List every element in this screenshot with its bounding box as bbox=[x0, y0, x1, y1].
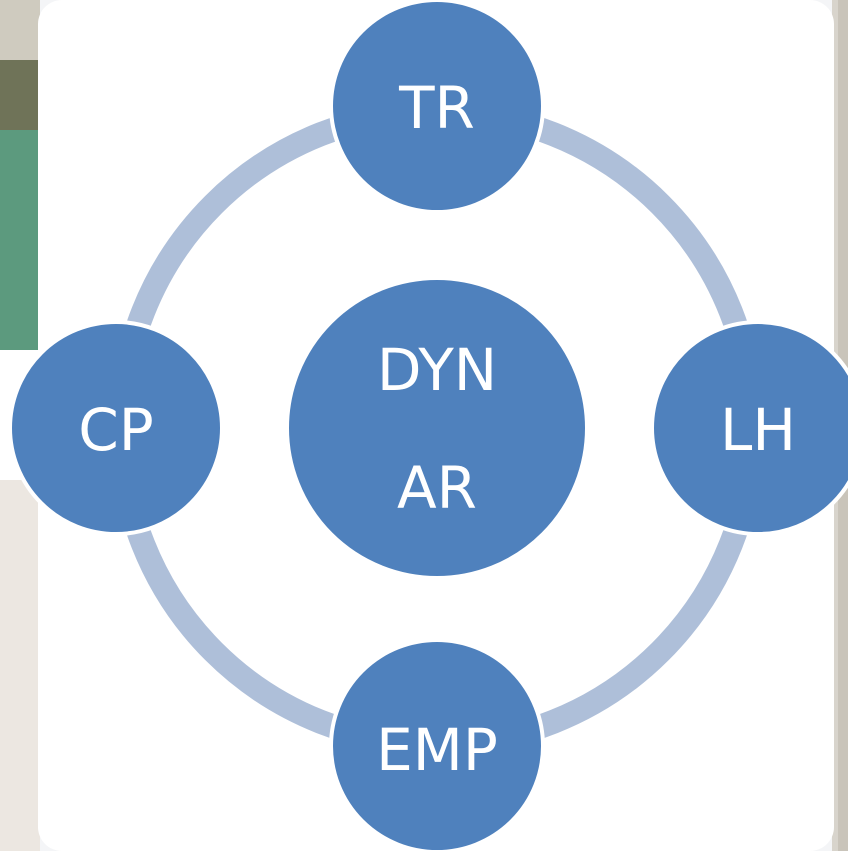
center-node-line2: AR bbox=[397, 454, 477, 522]
node-top: TR bbox=[329, 0, 545, 214]
node-top-label: TR bbox=[398, 74, 475, 142]
node-bottom-label: EMP bbox=[376, 716, 498, 784]
node-left: CP bbox=[8, 320, 224, 536]
node-right-label: LH bbox=[720, 396, 796, 464]
center-node-line1: DYN bbox=[377, 336, 497, 404]
node-bottom: EMP bbox=[329, 638, 545, 851]
node-left-label: CP bbox=[78, 396, 153, 464]
node-right: LH bbox=[650, 320, 848, 536]
center-node: DYN AR bbox=[285, 276, 589, 580]
